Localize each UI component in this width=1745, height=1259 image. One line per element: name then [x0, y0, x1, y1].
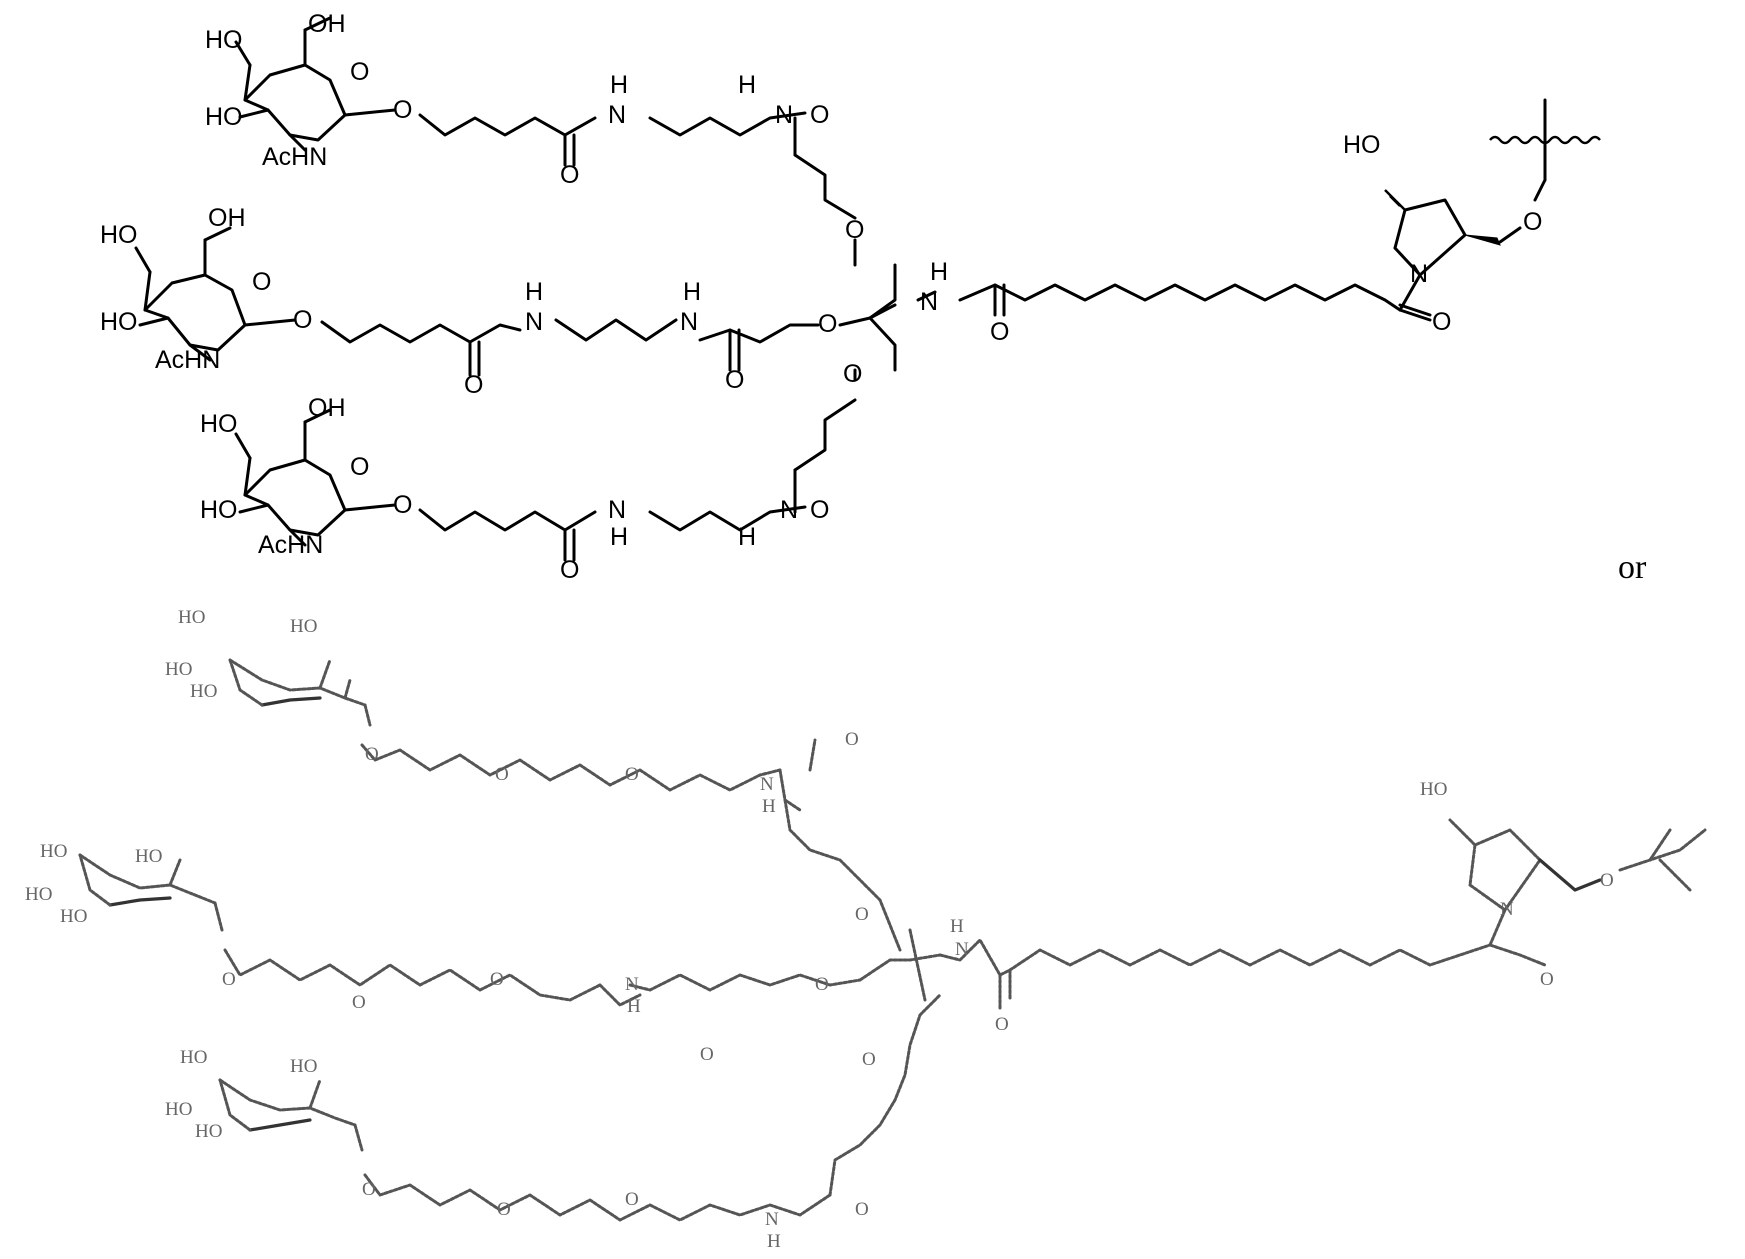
atom-label: HO	[205, 26, 243, 54]
atom-label: H	[610, 523, 628, 551]
atom-label: O	[845, 216, 864, 244]
atom-label: H	[610, 71, 628, 99]
atom-label: O	[393, 96, 412, 124]
atom-label: O	[855, 1199, 869, 1220]
atom-label: O	[350, 58, 369, 86]
atom-label: O	[350, 453, 369, 481]
atom-label: H	[930, 258, 948, 286]
atom-label: AcHN	[155, 346, 220, 374]
atom-label: O	[1523, 208, 1542, 236]
atom-label: HO	[25, 884, 52, 905]
atom-label: HO	[205, 103, 243, 131]
atom-label: N	[775, 101, 793, 129]
atom-label: H	[525, 278, 543, 306]
atom-label: O	[560, 161, 579, 189]
atom-label: O	[725, 366, 744, 394]
atom-label: N	[955, 939, 969, 960]
atom-label: O	[464, 371, 483, 399]
atom-label: O	[810, 496, 829, 524]
atom-label: HO	[200, 410, 238, 438]
atom-label: HO	[165, 659, 192, 680]
atom-label: H	[627, 996, 641, 1017]
atom-label: N	[780, 496, 798, 524]
atom-label: O	[700, 1044, 714, 1065]
chair-sugar-2	[80, 855, 940, 1005]
atom-label: HO	[190, 681, 217, 702]
atom-label: N	[1500, 899, 1514, 920]
structure-1-atom-labels: OH HO HO AcHN O O O H N H N O O OH HO HO…	[100, 10, 1542, 584]
chair-sugar-3	[220, 995, 940, 1220]
atom-label: HO	[40, 841, 67, 862]
atom-label: HO	[195, 1121, 222, 1142]
atom-label: O	[815, 974, 829, 995]
atom-label: N	[625, 974, 639, 995]
atom-label: HO	[1343, 131, 1381, 159]
atom-label: O	[560, 556, 579, 584]
atom-label: OH	[308, 10, 346, 38]
atom-label: O	[490, 969, 504, 990]
atom-label: O	[495, 764, 509, 785]
atom-label: OH	[208, 204, 246, 232]
atom-label: N	[525, 308, 543, 336]
atom-label: O	[990, 318, 1009, 346]
atom-label: O	[818, 310, 837, 338]
atom-label: O	[810, 101, 829, 129]
atom-label: HO	[165, 1099, 192, 1120]
atom-label: HO	[100, 221, 138, 249]
atom-label: AcHN	[258, 531, 323, 559]
atom-label: N	[760, 774, 774, 795]
atom-label: O	[855, 904, 869, 925]
atom-label: HO	[290, 616, 317, 637]
atom-label: N	[765, 1209, 779, 1230]
sugar-arm-1	[236, 18, 855, 265]
atom-label: O	[845, 729, 859, 750]
atom-label: O	[497, 1199, 511, 1220]
structure-1: OH HO HO AcHN O O O H N H N O O OH HO HO…	[100, 10, 1600, 584]
atom-label: O	[352, 992, 366, 1013]
atom-label: H	[738, 71, 756, 99]
atom-label: OH	[308, 394, 346, 422]
atom-label: O	[625, 764, 639, 785]
atom-label: H	[950, 916, 964, 937]
atom-label: HO	[178, 607, 205, 628]
atom-label: O	[862, 1049, 876, 1070]
atom-label: H	[767, 1231, 781, 1252]
atom-label: H	[738, 523, 756, 551]
atom-label: O	[222, 969, 236, 990]
atom-label: AcHN	[262, 143, 327, 171]
atom-label: HO	[135, 846, 162, 867]
atom-label: O	[995, 1014, 1009, 1035]
atom-label: N	[608, 101, 626, 129]
atom-label: N	[920, 288, 938, 316]
atom-label: H	[683, 278, 701, 306]
atom-label: HO	[200, 496, 238, 524]
or-separator: or	[1618, 549, 1647, 586]
structure-2: HO HO HO HO O O O N H O O HO HO HO HO O …	[25, 607, 1705, 1252]
atom-label: H	[762, 796, 776, 817]
atom-label: O	[252, 268, 271, 296]
atom-label: HO	[60, 906, 87, 927]
sugar-arm-2	[136, 228, 895, 375]
atom-label: HO	[100, 308, 138, 336]
atom-label: HO	[180, 1047, 207, 1068]
atom-label: N	[680, 308, 698, 336]
atom-label: N	[608, 496, 626, 524]
atom-label: O	[365, 744, 379, 765]
atom-label: O	[1432, 308, 1451, 336]
atom-label: O	[1600, 870, 1614, 891]
atom-label: HO	[1420, 779, 1447, 800]
atom-label: O	[843, 360, 862, 388]
atom-label: O	[362, 1179, 376, 1200]
chair-sugar-1	[230, 660, 900, 950]
atom-label: O	[1540, 969, 1554, 990]
atom-label: HO	[290, 1056, 317, 1077]
atom-label: O	[393, 491, 412, 519]
atom-label: N	[1410, 260, 1428, 288]
core-lipid-chain	[918, 100, 1600, 320]
atom-label: O	[625, 1189, 639, 1210]
atom-label: O	[293, 306, 312, 334]
core-lipid-chain-2	[910, 820, 1705, 1010]
